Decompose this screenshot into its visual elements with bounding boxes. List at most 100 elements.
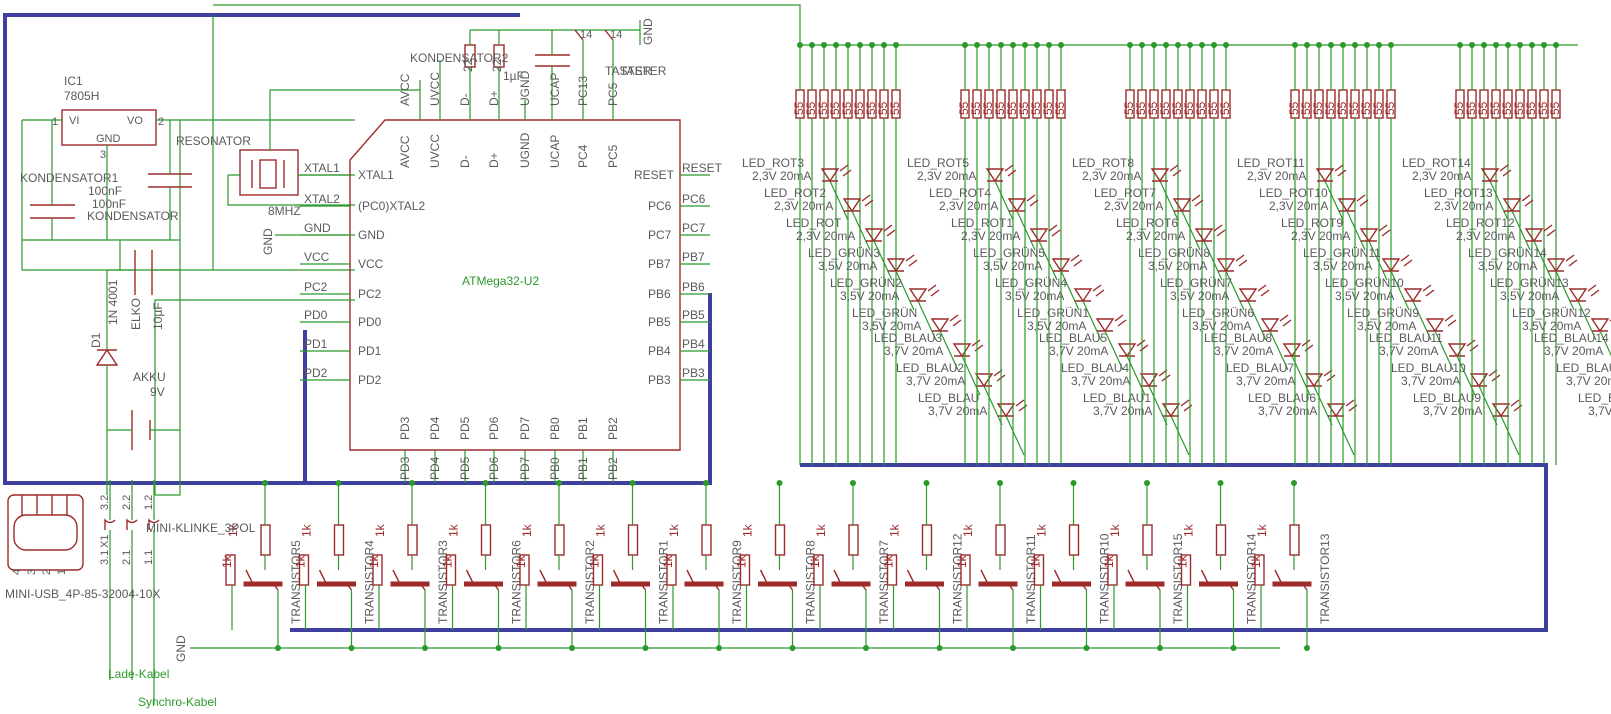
led-emission-arrows: [949, 314, 962, 327]
transistor-wire: [451, 483, 500, 648]
mcu-right-pin-label: PB6: [648, 287, 671, 301]
cap2-name: KONDENSATOR: [87, 209, 179, 223]
mcu-left-net-label: VCC: [304, 250, 330, 264]
led-spec-label: 3,5V 20mA: [1357, 319, 1416, 333]
led-resistor-value: 55: [1218, 101, 1232, 115]
transistor-leads: [1053, 569, 1088, 591]
led-spec-label: 3,5V 20mA: [1522, 319, 1581, 333]
mcu-left-pin-label: PC2: [358, 287, 382, 301]
elko-name: ELKO: [129, 298, 143, 330]
led-name-label: LED_ROT14: [1402, 156, 1471, 170]
mcu-top-net-label: UVCC: [428, 72, 442, 106]
transistor-wire: [598, 483, 647, 648]
klinke-22: 2.2: [121, 495, 133, 510]
transistor-collector-resistor: [1289, 524, 1300, 556]
led-resistor-value: 55: [1299, 101, 1313, 115]
mcu-top-net-label: D+: [487, 90, 501, 106]
transistor-base-resistor: [960, 554, 971, 586]
mcu-top-net-label: PC13: [576, 76, 590, 106]
regulator-gnd: GND: [96, 133, 121, 145]
led-emission-arrows: [1466, 339, 1479, 352]
led-resistor-value: 55: [1371, 101, 1385, 115]
led-name-label: LED_BLAU14: [1534, 331, 1609, 345]
junction-dot: [1083, 645, 1090, 651]
transistor-resistor-value: 1k: [594, 523, 608, 537]
led-link-wire: [1082, 300, 1102, 341]
klinke-21: 2.1: [121, 550, 133, 565]
led-resistor-value: 55: [1122, 101, 1136, 115]
transistor-leads: [245, 569, 279, 591]
led-spec-label: 3,7V 20mA: [1544, 344, 1603, 358]
led-spec-label: 3,7V 20mA: [906, 374, 965, 388]
led-emission-arrows: [1213, 224, 1226, 237]
usb-pin-1: 1: [56, 569, 68, 575]
led-spec-label: 3,5V 20mA: [1335, 289, 1394, 303]
led-spec-label: 2,3V 20mA: [1269, 199, 1328, 213]
led-link-wire: [917, 300, 937, 341]
led-resistor-value: 55: [1488, 101, 1502, 115]
cap1-name: KONDENSATOR1: [20, 171, 119, 185]
led-spec-label: 2,3V 20mA: [961, 229, 1020, 243]
transistor-wire: [1113, 483, 1161, 648]
led-resistor-value: 55: [1041, 101, 1055, 115]
led-resistor-value: 55: [828, 101, 842, 115]
led-name-label: LED_ROT3: [742, 156, 804, 170]
transistor-label: TRANSISTOR15: [1171, 533, 1185, 624]
led-symbol: [1172, 198, 1192, 213]
transistor-leads: [906, 569, 941, 591]
usb-pin-4: 4: [11, 569, 23, 575]
led-emission-arrows: [1323, 369, 1336, 382]
led-emission-arrows: [1070, 254, 1083, 267]
junction-dot: [348, 645, 355, 651]
transistor-wire: [966, 483, 1014, 648]
transistor-base-resistor: [666, 554, 677, 586]
transistor-leads: [539, 569, 573, 591]
led-resistor-value: 55: [1194, 101, 1208, 115]
led-emission-arrows: [1334, 164, 1347, 177]
led-spec-label: 3,5V 20mA: [1170, 289, 1229, 303]
led-symbol: [1447, 343, 1467, 358]
led-resistor-value: 55: [1206, 101, 1220, 115]
led-symbol: [1007, 198, 1027, 213]
mcu-right-pin-label: PC7: [648, 228, 672, 242]
led-resistor-value: 55: [969, 101, 983, 115]
led-symbol: [1117, 343, 1137, 358]
mcu-top-net-label: UGND: [518, 70, 532, 106]
transistor-base-resistor-value: 1k: [220, 554, 234, 568]
junction-dot: [1070, 480, 1077, 486]
junction-dot: [1230, 645, 1237, 651]
led-symbol: [1282, 343, 1302, 358]
led-resistor-value: 55: [1452, 101, 1466, 115]
led-resistor-value: 55: [957, 101, 971, 115]
mcu-bottom-net-label: PB2: [606, 457, 620, 480]
mcu-top-pin-label: PC5: [606, 144, 620, 168]
led-symbol: [1073, 288, 1093, 303]
led-spec-label: 2,3V 20mA: [774, 199, 833, 213]
transistor-label: TRANSISTOR13: [1318, 533, 1332, 624]
led-emission-arrows: [1015, 399, 1028, 412]
cap1-symbol: [30, 120, 75, 240]
led-resistor-value: 55: [1134, 101, 1148, 115]
led-spec-label: 2,3V 20mA: [796, 229, 855, 243]
led-name-label: LED_BLAU3: [874, 331, 942, 345]
usb-taster-a: TASTER: [605, 64, 652, 78]
led-resistor-value: 55: [1005, 101, 1019, 115]
led-resistor-value: 55: [888, 101, 902, 115]
mcu-left-pin-label: PD1: [358, 344, 382, 358]
led-name-label: LED_GRÜN10: [1325, 276, 1404, 290]
led-spec-label: 3,5V 20mA: [1148, 259, 1207, 273]
mcu-left-pin-label: VCC: [358, 257, 384, 271]
led-link-wire: [1346, 210, 1366, 251]
led-resistor-value: 55: [981, 101, 995, 115]
transistor-wire: [378, 483, 426, 648]
transistor-bar: [611, 581, 650, 587]
transistor-base-resistor-value: 1k: [1176, 554, 1190, 568]
led-resistor-value: 55: [1464, 101, 1478, 115]
led-symbol: [1095, 318, 1115, 333]
junction-dot: [776, 480, 783, 486]
mcu-top-pin-label: UVCC: [428, 134, 442, 168]
led-emission-arrows: [1565, 254, 1578, 267]
mcu-right-net-label: PC7: [682, 221, 706, 235]
led-name-label: LED_ROT: [786, 216, 842, 230]
led-spec-label: 2,3V 20mA: [1456, 229, 1515, 243]
